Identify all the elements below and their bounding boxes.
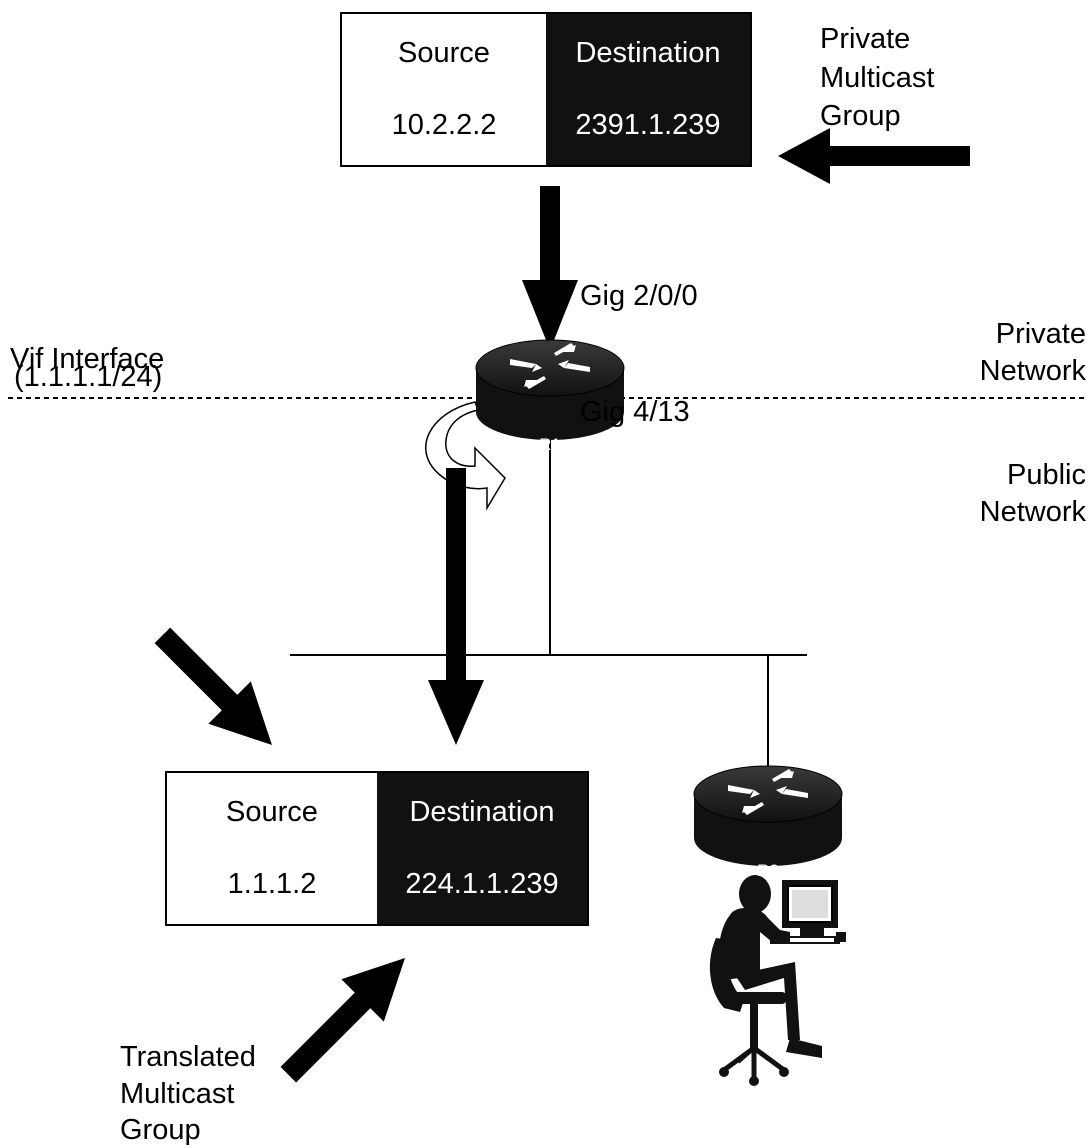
public-network-label-line1: Public (1007, 459, 1086, 491)
user-at-workstation-icon (709, 875, 846, 1086)
vif-interface-label-line1: Vif Interface (10, 343, 165, 375)
private-multicast-group-label-line1: Private (820, 23, 911, 55)
router-r1-label: R1 (539, 435, 561, 454)
curved-arrow-icon (424, 401, 506, 511)
destination-address: 2391.1.239 (575, 109, 721, 141)
interface-gig-4-13-label: Gig 4/13 (580, 396, 690, 428)
source-header: Source (398, 37, 490, 69)
destination-column: Destination 2391.1.239 (546, 14, 750, 165)
router-icon (475, 339, 625, 440)
destination-address: 224.1.1.239 (405, 868, 559, 900)
router-r2-label: R2 (757, 861, 779, 880)
translated-multicast-group-label-line3: Group (120, 1114, 201, 1146)
arrow-icon (154, 627, 272, 745)
packet-after-translation: Source 1.1.1.2 Destination 224.1.1.239 (165, 771, 589, 926)
router-icon (693, 765, 843, 866)
interface-gig-2-0-0-label: Gig 2/0/0 (580, 280, 698, 312)
public-network-label-line2: Network (979, 496, 1086, 528)
destination-header: Destination (409, 796, 555, 828)
source-column: Source 1.1.1.2 (167, 773, 377, 924)
translated-multicast-group-label-line1: Translated (120, 1041, 256, 1073)
source-header: Source (226, 796, 318, 828)
private-network-label-line2: Network (979, 355, 1086, 387)
arrow-icon (522, 186, 578, 350)
arrow-icon (778, 128, 970, 184)
private-network-label-line1: Private (995, 318, 1086, 350)
vif-interface-label-line2: (1.1.1.1/24) (14, 361, 163, 393)
translated-multicast-group-label-line2: Multicast (120, 1078, 235, 1110)
private-multicast-group-label-line2: Multicast (820, 62, 935, 94)
arrow-icon (280, 958, 405, 1083)
arrow-icon (428, 468, 484, 745)
packet-before-translation: Source 10.2.2.2 Destination 2391.1.239 (340, 12, 752, 167)
destination-header: Destination (575, 37, 721, 69)
source-column: Source 10.2.2.2 (342, 14, 546, 165)
source-address: 10.2.2.2 (391, 109, 497, 141)
private-multicast-group-label-line3: Group (820, 100, 901, 132)
source-address: 1.1.1.2 (227, 868, 317, 900)
destination-column: Destination 224.1.1.239 (377, 773, 587, 924)
